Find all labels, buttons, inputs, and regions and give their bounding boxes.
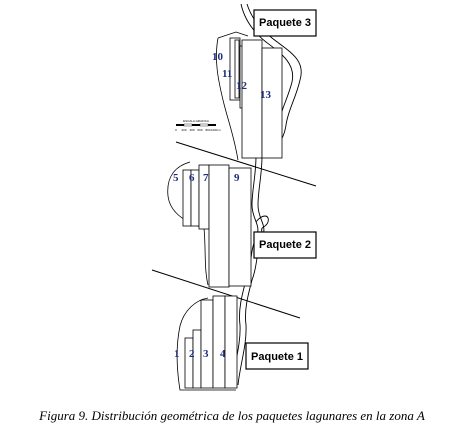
lagoon-4a-cell: [212, 295, 226, 389]
package-2-label: Paquete 2: [259, 239, 311, 251]
scale-tick-label: 800: [205, 128, 210, 132]
lagoons-paquete-3: [229, 37, 283, 159]
scale-bar-title: ESCALA GRAFICA: [183, 119, 209, 123]
lagoon-12-cell: [241, 39, 263, 159]
lagoon-1-cell: [184, 337, 194, 389]
scale-tick-label: 600: [197, 128, 202, 132]
scale-tick-label: 0: [175, 128, 177, 132]
lagoons-paquete-2: [182, 164, 252, 288]
divider-p2-p1: [151, 269, 301, 319]
lagoon-label-12: 12: [236, 80, 248, 92]
package-1-label: Paquete 1: [251, 351, 303, 363]
lagoon-label-11: 11: [222, 68, 232, 80]
lagoon-13-cell: [261, 47, 283, 159]
package-label-p1: Paquete 1: [245, 342, 309, 370]
lagoon-label-7: 7: [203, 172, 209, 184]
lagoon-8-cell: [208, 164, 230, 288]
lagoon-label-6: 6: [189, 172, 195, 184]
site-boundary: [167, 31, 249, 391]
lagoon-label-9: 9: [234, 172, 240, 184]
lagoon-label-5: 5: [173, 172, 179, 184]
lagoon-label-10: 10: [212, 51, 224, 63]
scale-tick-label: 400: [189, 128, 194, 132]
scale-tick-label: 1000 m: [211, 128, 222, 132]
lagoon-label-13: 13: [260, 89, 272, 101]
lagoons-paquete-1: [184, 295, 238, 389]
lagoon-label-3: 3: [203, 348, 209, 360]
package-label-p3: Paquete 3: [253, 9, 317, 37]
divider-p3-p2: [175, 141, 317, 187]
package-dividers: [151, 141, 317, 319]
lagoon-label-4: 4: [220, 348, 226, 360]
lagoon-numbers: 1 2 3 4 5 6 7 9 10 11 12 13: [173, 51, 272, 360]
lagoon-4b-cell: [224, 295, 238, 389]
scale-tick-label: 200: [181, 128, 186, 132]
lagoon-label-1: 1: [174, 348, 180, 360]
package-3-label: Paquete 3: [259, 17, 311, 29]
lagoon-3-cell: [200, 299, 214, 389]
lagoon-9-cell: [228, 167, 252, 287]
figure-caption: Figura 9. Distribución geométrica de los…: [39, 408, 425, 423]
package-label-p2: Paquete 2: [253, 231, 317, 259]
lagoon-label-2: 2: [189, 348, 195, 360]
